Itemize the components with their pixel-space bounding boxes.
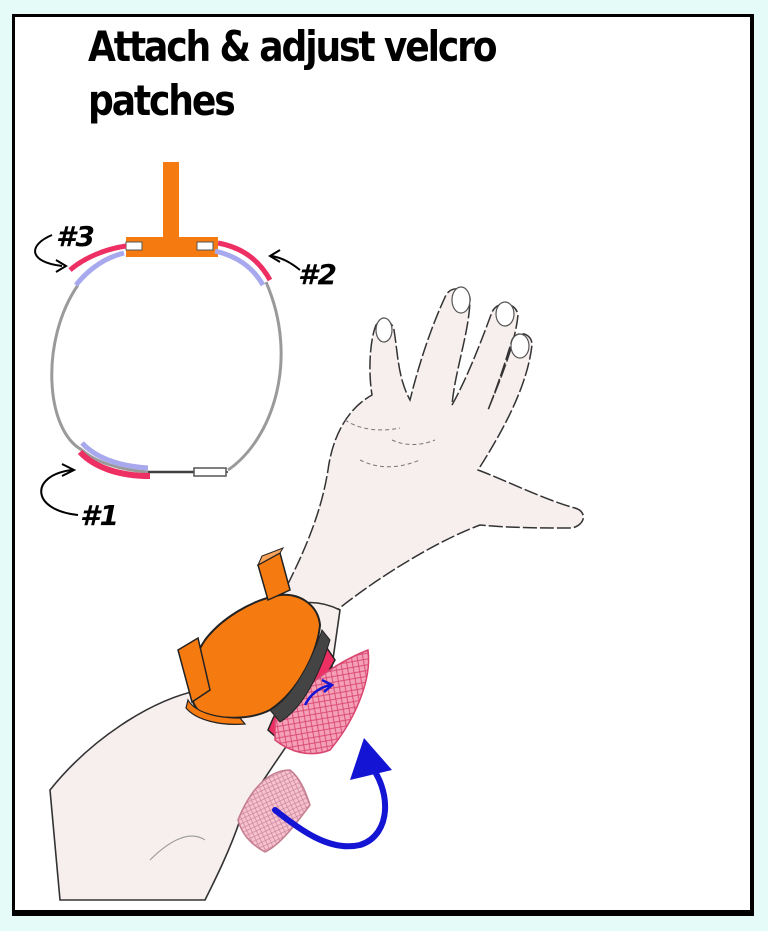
sensor-bar (126, 237, 218, 257)
instruction-title: Attach & adjust velcro patches (88, 22, 498, 125)
velcro-patch-1 (77, 449, 151, 479)
strap-loop (50, 281, 283, 474)
wrist-device (177, 547, 392, 853)
velcro-patch-2 (217, 240, 273, 282)
label-patch-3: #3 (56, 220, 95, 253)
strap-diagram: #3 #2 #1 (34, 162, 337, 532)
hand (279, 288, 584, 642)
hand-and-forearm (49, 286, 584, 901)
wrap-arrow (272, 759, 389, 850)
label-patch-2: #2 (298, 258, 337, 291)
label-patch-1: #1 (80, 499, 119, 532)
sensor-stem (163, 162, 179, 242)
velcro-patch-3 (68, 243, 127, 272)
